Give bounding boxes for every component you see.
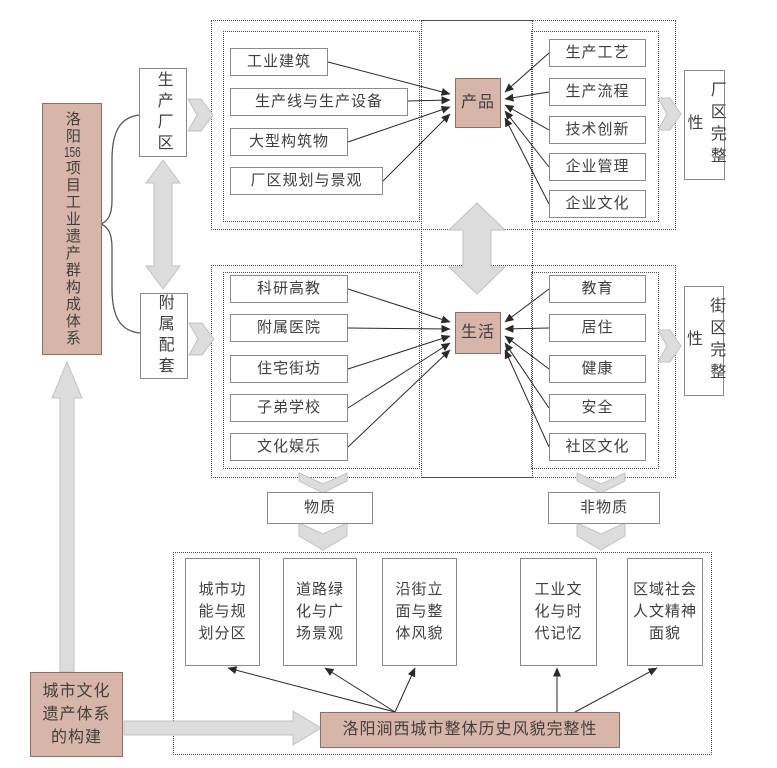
category-production-area: 生产厂区 [139, 68, 187, 157]
item-street-facade: 沿街立 面与整 体风貌 [382, 558, 457, 666]
item-living: 居住 [549, 314, 646, 342]
link-result-func [227, 666, 396, 713]
arrow-production-area-to-frame [187, 98, 214, 132]
link-corp-culture [504, 117, 550, 205]
production-right-frame [531, 31, 659, 222]
category-auxiliary: 附属配套 [140, 293, 188, 379]
chevron-material-bottom [298, 522, 348, 551]
item-industrial-building: 工业建筑 [230, 48, 328, 76]
arrow-to-factory-integrity [657, 97, 682, 131]
item-residential: 住宅街坊 [230, 355, 348, 383]
link-result-facade [394, 667, 416, 713]
link-large-structure [347, 105, 451, 143]
chevron-material-top [298, 472, 348, 494]
factory-integrity-box: 厂区完整性 [684, 70, 725, 180]
link-safety [504, 342, 550, 409]
link-innovation [504, 104, 550, 131]
link-health [504, 335, 550, 370]
item-road-greening: 道路绿 化与广 场景观 [283, 558, 357, 666]
link-production-line [407, 96, 451, 105]
core-life: 生活 [455, 312, 501, 354]
item-craft: 生产工艺 [549, 39, 646, 67]
link-hospital [347, 324, 451, 333]
link-industrial-building [327, 61, 451, 96]
arrow-construction-up [51, 360, 83, 673]
link-school [347, 342, 451, 409]
link-process [504, 91, 550, 102]
arrow-categories-double [145, 159, 181, 290]
arrow-auxiliary-to-frame [188, 322, 215, 356]
link-entertainment [347, 349, 451, 448]
item-process: 生产流程 [549, 78, 646, 106]
link-management [504, 110, 550, 168]
item-research: 科研高教 [230, 275, 348, 303]
link-plant-landscape [382, 113, 451, 182]
link-community [504, 349, 550, 448]
item-plant-landscape: 厂区规划与景观 [230, 167, 383, 195]
production-left-frame [223, 31, 420, 222]
item-school: 子弟学校 [230, 394, 348, 422]
city-frame [173, 552, 712, 755]
core-product: 产品 [455, 78, 501, 128]
item-entertainment: 文化娱乐 [230, 433, 348, 461]
life-outer-frame [211, 265, 676, 478]
item-community: 社区文化 [549, 433, 646, 461]
item-management: 企业管理 [549, 153, 646, 181]
item-education: 教育 [549, 275, 646, 303]
block-integrity-box: 街区完整性 [684, 286, 724, 396]
bridge-immaterial: 非物质 [548, 492, 660, 524]
item-large-structure: 大型构筑物 [230, 128, 348, 156]
city-result-box: 洛阳涧西城市整体历史风貌完整性 [320, 712, 620, 748]
item-innovation: 技术创新 [549, 116, 646, 144]
link-result-social-spirit [574, 667, 658, 713]
item-social-spirit: 区域社会 人文精神 面貌 [627, 558, 703, 666]
item-safety: 安全 [549, 394, 646, 422]
link-education [504, 288, 550, 323]
bridge-material: 物质 [267, 492, 373, 524]
life-right-frame [531, 272, 659, 469]
link-living [504, 324, 550, 333]
item-production-line: 生产线与生产设备 [230, 88, 408, 116]
link-result-road [324, 667, 396, 713]
chevron-immaterial-top [576, 472, 626, 494]
link-research [347, 288, 451, 324]
arrow-product-life-double [447, 202, 507, 295]
brace [99, 114, 141, 334]
arrow-construction-to-result [123, 710, 322, 746]
link-residential [347, 334, 451, 370]
construction-title-box: 城市文化 遗产体系 的构建 [30, 672, 123, 757]
item-industrial-memory: 工业文 化与时 代记忆 [520, 558, 597, 666]
item-hospital: 附属医院 [230, 314, 348, 342]
chevron-immaterial-bottom [576, 522, 626, 551]
life-left-frame [223, 272, 420, 469]
item-health: 健康 [549, 355, 646, 383]
item-corp-culture: 企业文化 [549, 190, 646, 218]
link-craft [504, 52, 550, 93]
item-city-function: 城市功 能与规 划分区 [185, 558, 260, 666]
arrow-to-block-integrity [657, 329, 682, 363]
